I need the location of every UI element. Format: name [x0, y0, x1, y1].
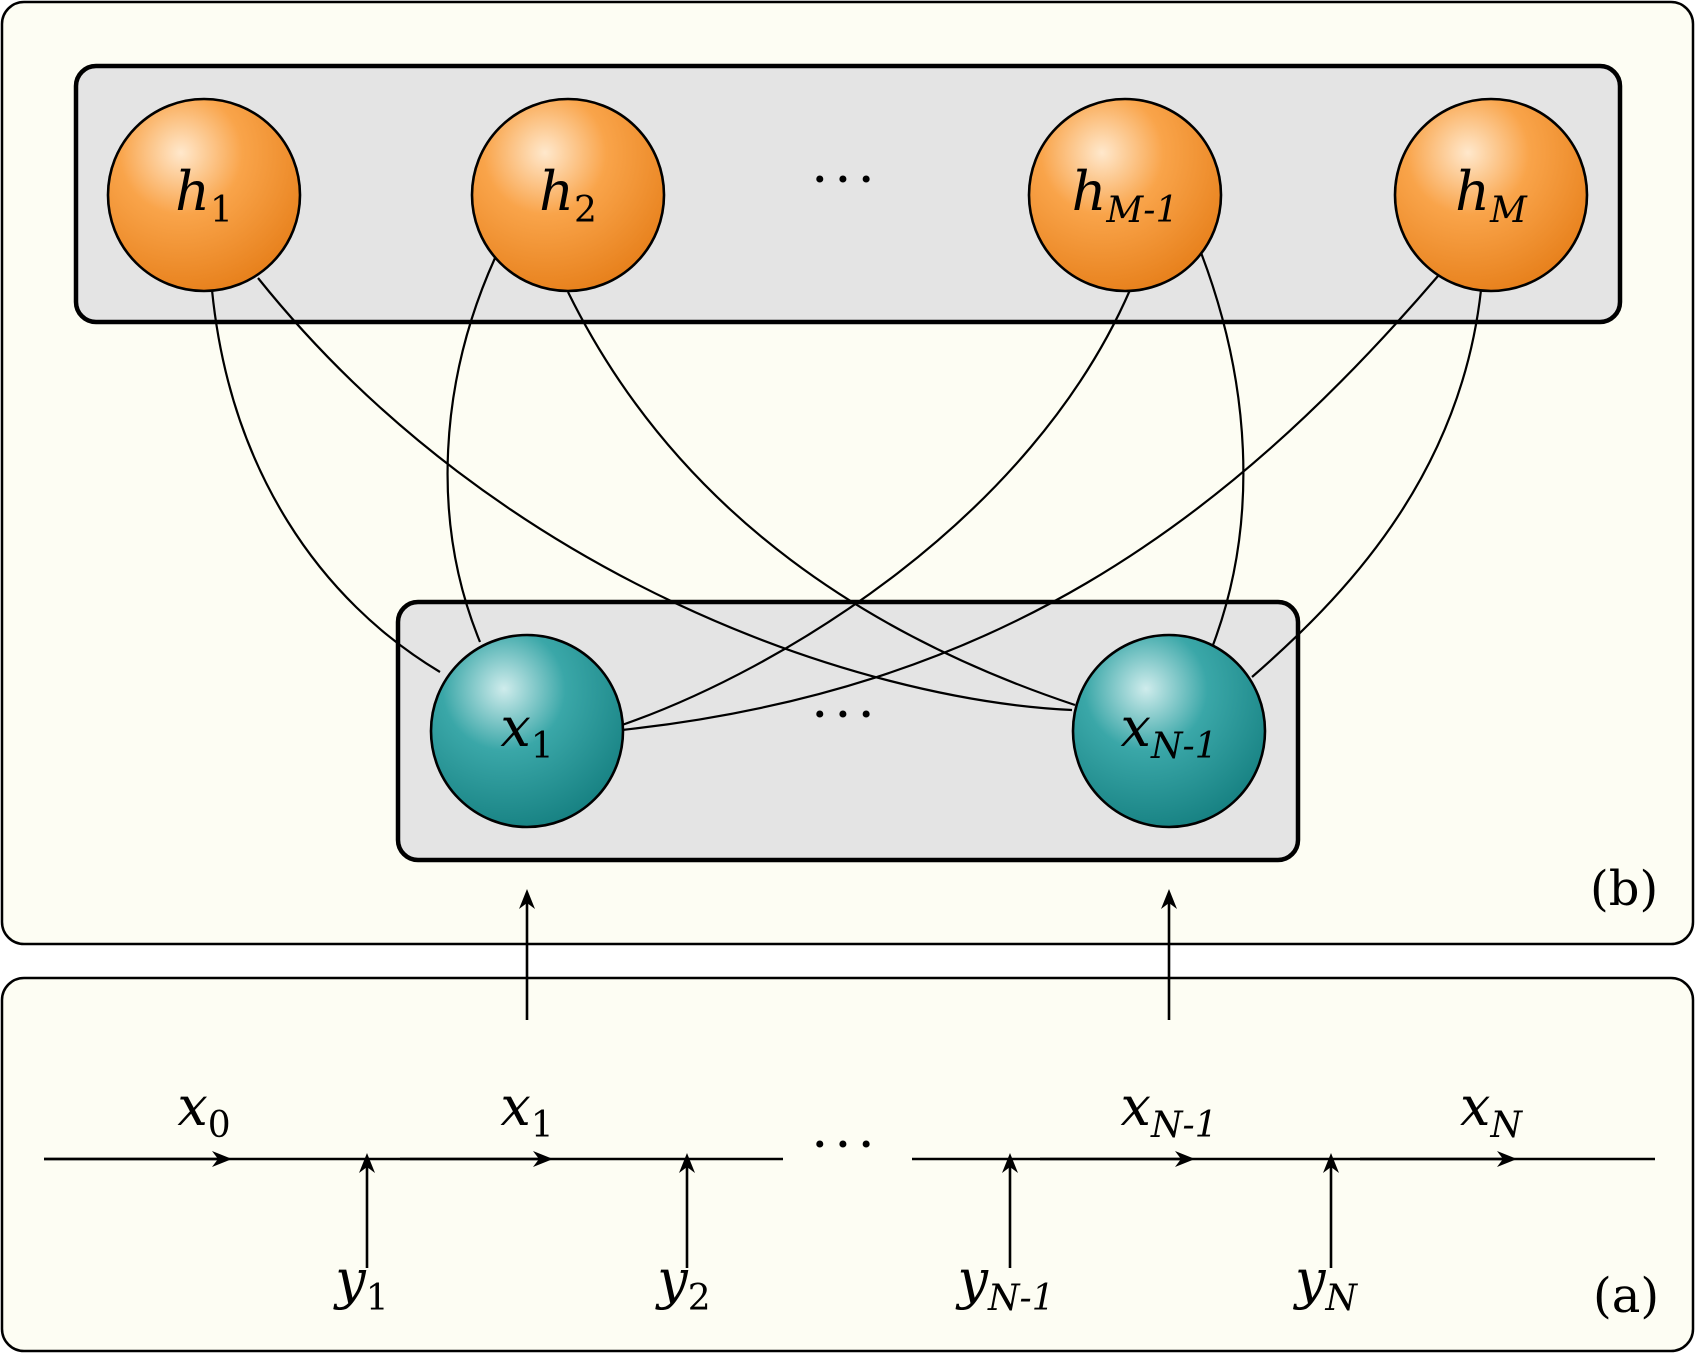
visible-node-circle	[1071, 633, 1267, 829]
obs-label-yN: yN	[1293, 1248, 1359, 1319]
node-label-sub: M	[1489, 190, 1528, 231]
node-label-base: h	[175, 160, 210, 223]
visible-node-x1: x1	[429, 633, 625, 829]
node-label-base: x	[1460, 1075, 1490, 1138]
chain-label-x1: x1	[500, 1075, 553, 1146]
node-label-base: y	[1293, 1248, 1327, 1311]
edge-hM-1-xN-1	[1198, 249, 1245, 646]
panel-a	[0, 976, 1695, 1353]
edge-hM-xN-1	[1251, 289, 1483, 678]
node-label-base: x	[177, 1075, 207, 1138]
node-label-sub: N-1	[1150, 726, 1218, 767]
visible-node-xN-1: xN-1	[1071, 633, 1267, 829]
chain-ellipsis: ···	[811, 1113, 881, 1176]
node-label-sub: 1	[210, 190, 233, 231]
panel-b-tag: (b)	[1590, 861, 1658, 917]
visible-node-circle	[429, 633, 625, 829]
chain-label-xN-1: xN-1	[1120, 1075, 1217, 1146]
connections	[210, 249, 1483, 732]
node-label-sub: 1	[366, 1278, 389, 1319]
edge-h2-x1	[446, 257, 497, 643]
svg-text:hM-1: hM-1	[1072, 160, 1179, 231]
node-label-sub: 1	[531, 1105, 554, 1146]
panel-a-tag: (a)	[1593, 1268, 1659, 1324]
edge-h2-xN-1	[567, 291, 1076, 707]
edge-hM-x1	[621, 275, 1439, 732]
chain-label-x0: x0	[177, 1075, 230, 1146]
node-label-base: x	[1120, 1075, 1150, 1138]
svg-text:x1: x1	[500, 696, 553, 767]
node-label-sub: N	[1489, 1105, 1523, 1146]
hidden-node-h1: h1	[106, 97, 302, 293]
hidden-node-hM: hM	[1393, 97, 1589, 293]
node-label-sub: 2	[574, 190, 597, 231]
node-label-base: y	[655, 1248, 689, 1311]
node-label-base: h	[1072, 160, 1107, 223]
node-label-base: h	[1455, 160, 1490, 223]
edge-h1-xN-1	[257, 277, 1073, 712]
svg-text:hM: hM	[1455, 160, 1528, 231]
node-label-sub: 1	[531, 726, 554, 767]
hidden-node-circle	[106, 97, 302, 293]
hidden-node-circle	[470, 97, 666, 293]
node-label-base: h	[539, 160, 574, 223]
svg-text:h1: h1	[175, 160, 233, 231]
node-label-sub: N-1	[987, 1278, 1055, 1319]
svg-text:xN-1: xN-1	[1120, 696, 1217, 767]
hidden-node-h2: h2	[470, 97, 666, 293]
hidden-node-circle	[1393, 97, 1589, 293]
node-label-base: x	[500, 696, 530, 759]
node-label-base: x	[1120, 696, 1150, 759]
edge-h1-x1	[210, 289, 441, 673]
hidden-node-hM-1: hM-1	[1027, 97, 1223, 293]
hidden-layer-box	[73, 63, 1623, 325]
obs-label-y2: y2	[655, 1248, 710, 1319]
chain-label-xN: xN	[1460, 1075, 1523, 1146]
node-label-sub: 2	[688, 1278, 711, 1319]
node-label-sub: N	[1325, 1278, 1359, 1319]
node-label-base: y	[955, 1248, 989, 1311]
node-label-sub: 0	[208, 1105, 231, 1146]
hidden-ellipsis: ···	[811, 148, 881, 211]
node-label-sub: M-1	[1105, 190, 1178, 231]
node-label-base: y	[333, 1248, 367, 1311]
node-label-base: x	[500, 1075, 530, 1138]
node-label-sub: N-1	[1150, 1105, 1218, 1146]
visible-layer-box	[395, 599, 1301, 863]
obs-label-yN-1: yN-1	[955, 1248, 1054, 1319]
edge-hM-1-x1	[621, 289, 1132, 727]
obs-label-y1: y1	[333, 1248, 388, 1319]
visible-ellipsis: ···	[811, 683, 881, 746]
hidden-node-circle	[1027, 97, 1223, 293]
svg-text:h2: h2	[539, 160, 597, 231]
